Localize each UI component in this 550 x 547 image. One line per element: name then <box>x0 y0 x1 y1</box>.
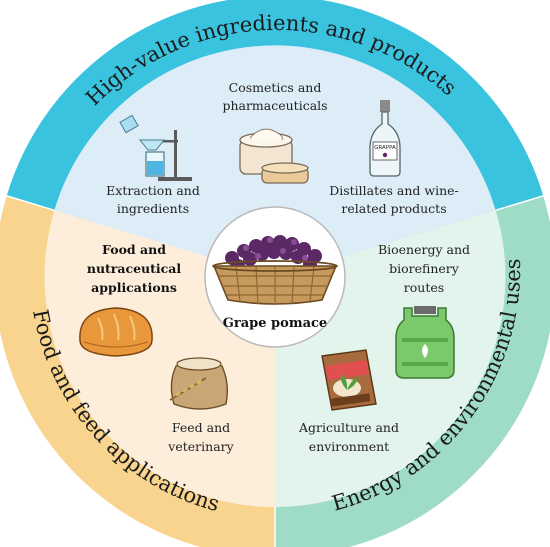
agriculture-label-line1: Agriculture and <box>298 420 399 435</box>
grappa-bottle-icon: GRAPPA <box>369 100 401 177</box>
grape-basket-icon <box>212 235 338 305</box>
grain-sack-icon <box>169 357 229 410</box>
cosmetics-label-line2: pharmaceuticals <box>222 98 327 113</box>
agriculture-label-line2: environment <box>309 439 389 454</box>
center-label: Grape pomace <box>223 316 327 331</box>
feed-label-line1: Feed and <box>172 420 230 435</box>
extraction-label-line1: Extraction and <box>106 183 200 198</box>
bioenergy-label-line1: Bioenergy and <box>378 242 470 257</box>
cosmetics-label-line1: Cosmetics and <box>229 80 322 95</box>
bioenergy-label-line2: biorefinery <box>389 261 460 276</box>
gas-cylinder-icon <box>395 306 455 379</box>
fertilizer-bag-icon <box>321 349 377 411</box>
food-label-line1: Food and <box>102 242 166 257</box>
food-label-line3: applications <box>91 280 177 295</box>
feed-label-line2: veterinary <box>167 439 234 454</box>
bottle-label: GRAPPA <box>374 145 396 151</box>
bread-loaf-icon <box>79 307 153 357</box>
food-label-line2: nutraceutical <box>87 261 182 276</box>
extraction-label-line2: ingredients <box>117 201 189 216</box>
cream-jar-icon <box>239 128 309 184</box>
distillates-label-line2: related products <box>341 201 446 216</box>
lab-glassware-icon <box>119 114 192 181</box>
distillates-label-line1: Distillates and wine- <box>329 183 459 198</box>
bioenergy-label-line3: routes <box>404 280 444 295</box>
